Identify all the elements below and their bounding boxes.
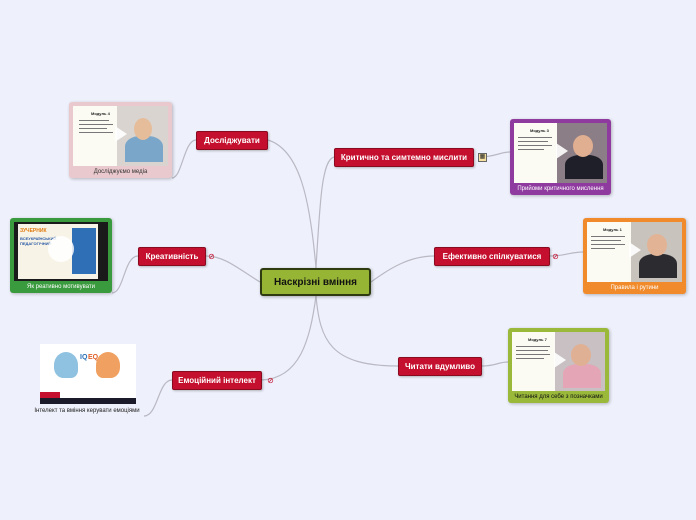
slide-title: Модуль 3 [530,128,549,133]
link-efektyvno-card [549,251,584,257]
thumbnail-card-emotsiinyi[interactable]: IQ EQ Інтелект та вміння керувати емоція… [30,342,144,418]
slide-text-panel: Модуль 7 [512,332,555,391]
link-doslidzhuvaty-card [171,139,197,179]
slide-title: Модуль 4 [91,111,110,116]
link-emotsiinyi-card [143,379,173,417]
video-thumbnail: Модуль 3 [514,123,607,183]
branch-label: Досліджувати [204,136,260,145]
video-thumbnail: ЗУЧЕРНИК ВСЕУКРАЇНСЬКИЙ ПЕДАГОГІЧНИЙ [14,222,108,281]
slide-text-panel: Модуль 3 [514,123,557,183]
card-caption: Досліджуємо медіа [93,169,148,175]
branch-emotsiinyi[interactable]: Емоційний інтелект [172,371,262,390]
card-caption: Інтелект та вміння керувати емоціями [34,408,140,414]
eq-head-icon [96,352,120,378]
play-icon [115,126,127,142]
iq-eq-image: IQ EQ [40,344,136,404]
eq-label: EQ [88,354,99,361]
connector-doslidzhuvaty [267,139,317,269]
banner-title: ЗУЧЕРНИК [20,228,47,234]
thumbnail-card-kreatyvnist[interactable]: ЗУЧЕРНИК ВСЕУКРАЇНСЬКИЙ ПЕДАГОГІЧНИЙ Як … [10,218,112,293]
slide-text-panel: Модуль 4 [73,106,117,166]
video-thumbnail: Модуль 1 [587,222,682,282]
branch-label: Читати вдумливо [404,362,476,371]
video-thumbnail: Модуль 7 [512,332,605,391]
connector-emotsiinyi [261,295,317,381]
banner-subtitle: ВСЕУКРАЇНСЬКИЙ ПЕДАГОГІЧНИЙ [20,236,57,246]
card-caption: Прийоми критичного мислення [517,186,604,192]
branch-label: Критично та симтемно мислити [340,153,468,162]
play-icon [556,143,568,159]
slide-text-panel: Модуль 1 [587,222,631,282]
connector-efektyvno [370,255,435,283]
presenter-video [554,332,605,391]
video-thumbnail: Модуль 4 [73,106,168,166]
card-caption: Правила і рутини [610,285,659,291]
play-icon [629,242,641,258]
card-caption: Читання для себе з позначками [514,394,603,400]
thumbnail-card-chytaty[interactable]: Модуль 7 Читання для себе з позначками [508,328,609,403]
link-icon[interactable]: ⊘ [267,376,274,385]
branch-label: Креативність [145,252,199,261]
connector-kreatyvnist [205,255,261,283]
link-chytaty-card [481,361,509,367]
card-caption: Як реативно мотивувати [26,284,96,290]
thumbnail-card-doslidzhuvaty[interactable]: Модуль 4 Досліджуємо медіа [69,102,172,178]
slide-title: Модуль 7 [528,337,547,342]
link-icon[interactable]: ⊘ [208,252,215,261]
connector-krytychno [315,156,335,269]
table-icon[interactable]: ▦ [478,153,487,162]
iq-label: IQ [80,354,88,361]
link-kreatyvnist-card [111,255,139,294]
iq-head-icon [54,352,78,378]
central-topic[interactable]: Наскрізні вміння [260,268,371,296]
connector-chytaty [315,295,399,367]
link-icon[interactable]: ⊘ [552,252,559,261]
play-icon [48,236,74,262]
branch-krytychno[interactable]: Критично та симтемно мислити [334,148,474,167]
thumbnail-card-krytychno[interactable]: Модуль 3 Прийоми критичного мислення [510,119,611,195]
central-topic-label: Наскрізні вміння [274,276,357,288]
branch-kreatyvnist[interactable]: Креативність [138,247,206,266]
branch-doslidzhuvaty[interactable]: Досліджувати [196,131,268,150]
branch-label: Емоційний інтелект [178,376,256,385]
play-icon [554,352,566,368]
thumbnail-card-efektyvno[interactable]: Модуль 1 Правила і рутини [583,218,686,294]
branch-chytaty[interactable]: Читати вдумливо [398,357,482,376]
branch-efektyvno[interactable]: Ефективно спілкуватися [434,247,550,266]
slide-title: Модуль 1 [603,227,622,232]
branch-label: Ефективно спілкуватися [442,252,542,261]
